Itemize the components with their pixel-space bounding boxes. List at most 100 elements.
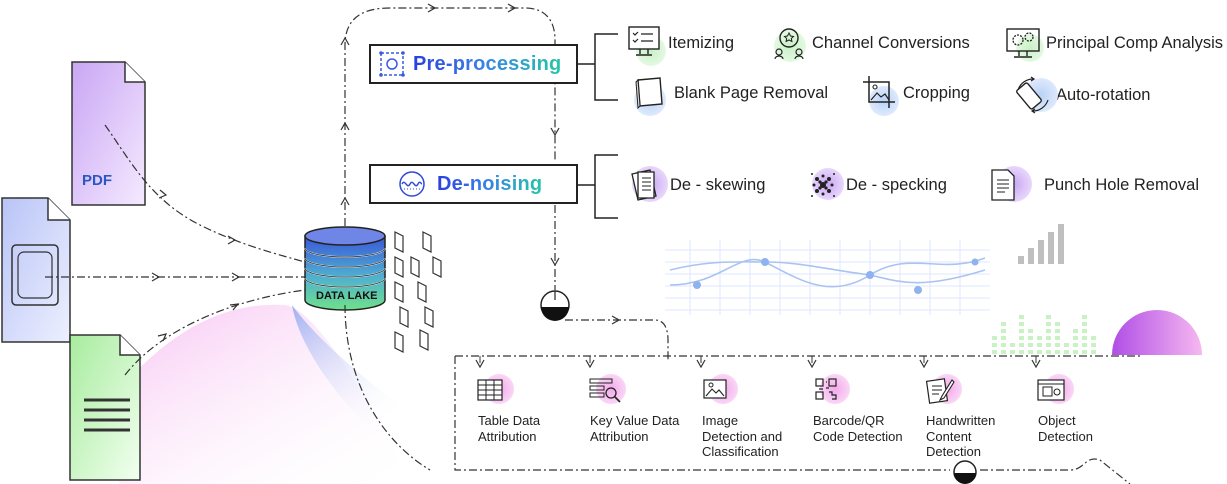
green-dot	[1082, 329, 1087, 333]
extraction-label-line: Barcode/QR	[813, 413, 885, 428]
main-loop-connector	[344, 7, 1140, 484]
gear-monitor-icon	[1004, 24, 1044, 62]
green-dot	[1037, 343, 1042, 347]
green-dot	[1028, 329, 1033, 333]
preprocessing-item-principal-comp-analysis: Principal Comp Analysis	[1004, 24, 1223, 62]
preprocessing-item-blank-page-removal: Blank Page Removal	[632, 74, 829, 116]
preprocessing-title: Pre-processing	[413, 52, 562, 75]
denoising-item-punch-hole-removal: Punch Hole Removal	[988, 166, 1199, 204]
green-dot	[1019, 336, 1024, 340]
speckle-dot	[811, 173, 813, 175]
preprocessing-item-label: Auto-rotation	[1056, 85, 1151, 104]
preprocessing-bracket	[578, 33, 618, 101]
green-dot	[1082, 336, 1087, 340]
handwriting-icon	[924, 374, 962, 406]
preprocessing-item-cropping: Cropping	[861, 74, 970, 116]
pdf-label: PDF	[82, 172, 112, 189]
speckle-dot	[827, 177, 831, 181]
denoising-item-label: De - specking	[846, 175, 947, 194]
green-dot	[1001, 350, 1006, 354]
speckle-icon	[804, 166, 844, 204]
green-dot	[1010, 350, 1015, 354]
green-dot	[1001, 343, 1006, 347]
denoising-stage[interactable]: De-noising	[369, 164, 578, 204]
extraction-item-barcode-qr: Barcode/QR Code Detection	[813, 413, 903, 444]
page-sheets-decoration	[394, 231, 442, 353]
text-document-icon	[69, 334, 141, 481]
green-dot	[1001, 329, 1006, 333]
denoising-title: De-noising	[437, 172, 543, 195]
preprocessing-item-auto-rotation: Auto-rotation	[1014, 76, 1150, 114]
exit-node	[953, 460, 977, 484]
green-dot	[1046, 329, 1051, 333]
preprocessing-item-label: Principal Comp Analysis	[1046, 33, 1223, 52]
circuit-brain-icon	[379, 51, 405, 77]
extraction-label-line: Attribution	[590, 428, 649, 444]
crop-icon	[861, 74, 899, 116]
green-dot	[992, 350, 997, 354]
user-network-icon	[770, 24, 808, 62]
document-icon	[988, 166, 1032, 204]
extraction-item-image-detection: Image Detection and Classification	[702, 413, 782, 460]
green-dot	[1028, 350, 1033, 354]
green-dot	[1046, 336, 1051, 340]
green-dot	[1082, 322, 1087, 326]
scanned-document-icon	[1, 197, 71, 343]
extraction-label-line: Attribution	[478, 428, 537, 444]
qr-code-icon	[812, 374, 850, 406]
green-dot	[1082, 343, 1087, 347]
waveform-icon	[399, 171, 425, 197]
green-dots-decoration	[992, 315, 1096, 354]
extraction-label-line: Detection and	[702, 428, 783, 444]
extraction-label-line: Detection	[926, 444, 981, 459]
speckle-dot	[818, 180, 822, 184]
key-value-search-icon	[588, 374, 626, 406]
green-dot	[1055, 350, 1060, 354]
extraction-item-object-detection: Object Detection	[1038, 413, 1093, 444]
extraction-item-key-value: Key Value Data Attribution	[590, 413, 679, 444]
green-dot	[1091, 350, 1096, 354]
preprocessing-item-label: Channel Conversions	[812, 33, 970, 52]
input-connectors	[45, 124, 306, 376]
green-dot	[1028, 336, 1033, 340]
green-dot	[1055, 336, 1060, 340]
pdf-document-icon	[71, 61, 146, 206]
speckle-dot	[821, 174, 825, 178]
green-dot	[1055, 329, 1060, 333]
green-dot	[1091, 336, 1096, 340]
green-dot	[1073, 350, 1078, 354]
preprocessing-item-channel-conversions: Channel Conversions	[770, 24, 970, 62]
preprocessing-item-label: Blank Page Removal	[674, 83, 829, 102]
green-dot	[1019, 322, 1024, 326]
green-dot	[1019, 315, 1024, 319]
extraction-label-line: Object	[1038, 413, 1076, 428]
green-dot	[1046, 322, 1051, 326]
green-dot	[1046, 315, 1051, 319]
extraction-label-line: Code Detection	[813, 428, 903, 444]
speckle-dot	[824, 186, 828, 190]
preprocessing-stage[interactable]: Pre-processing	[369, 44, 578, 84]
input-arrowheads	[151, 189, 241, 342]
checklist-monitor-icon	[626, 24, 666, 66]
extraction-label-line: Detection	[1038, 428, 1093, 444]
data-lake-cylinder	[304, 226, 386, 311]
green-dot	[1019, 350, 1024, 354]
green-dot	[1037, 350, 1042, 354]
green-dot	[992, 336, 997, 340]
green-dot	[1082, 315, 1087, 319]
speckle-dot	[824, 180, 828, 184]
speckle-dot	[818, 186, 822, 190]
wave-points-decoration	[693, 258, 979, 294]
table-icon	[476, 374, 514, 406]
skewed-page-icon	[628, 166, 668, 204]
preprocessing-item-label: Itemizing	[668, 33, 735, 52]
extraction-label-line: Classification	[702, 444, 779, 459]
speckle-dot	[827, 189, 831, 193]
green-dot	[1019, 329, 1024, 333]
green-dot	[1001, 336, 1006, 340]
extraction-label-line: Handwritten	[926, 413, 996, 428]
green-dot	[1001, 322, 1006, 326]
speckle-dot	[812, 183, 816, 187]
branch-drops	[479, 356, 1037, 363]
